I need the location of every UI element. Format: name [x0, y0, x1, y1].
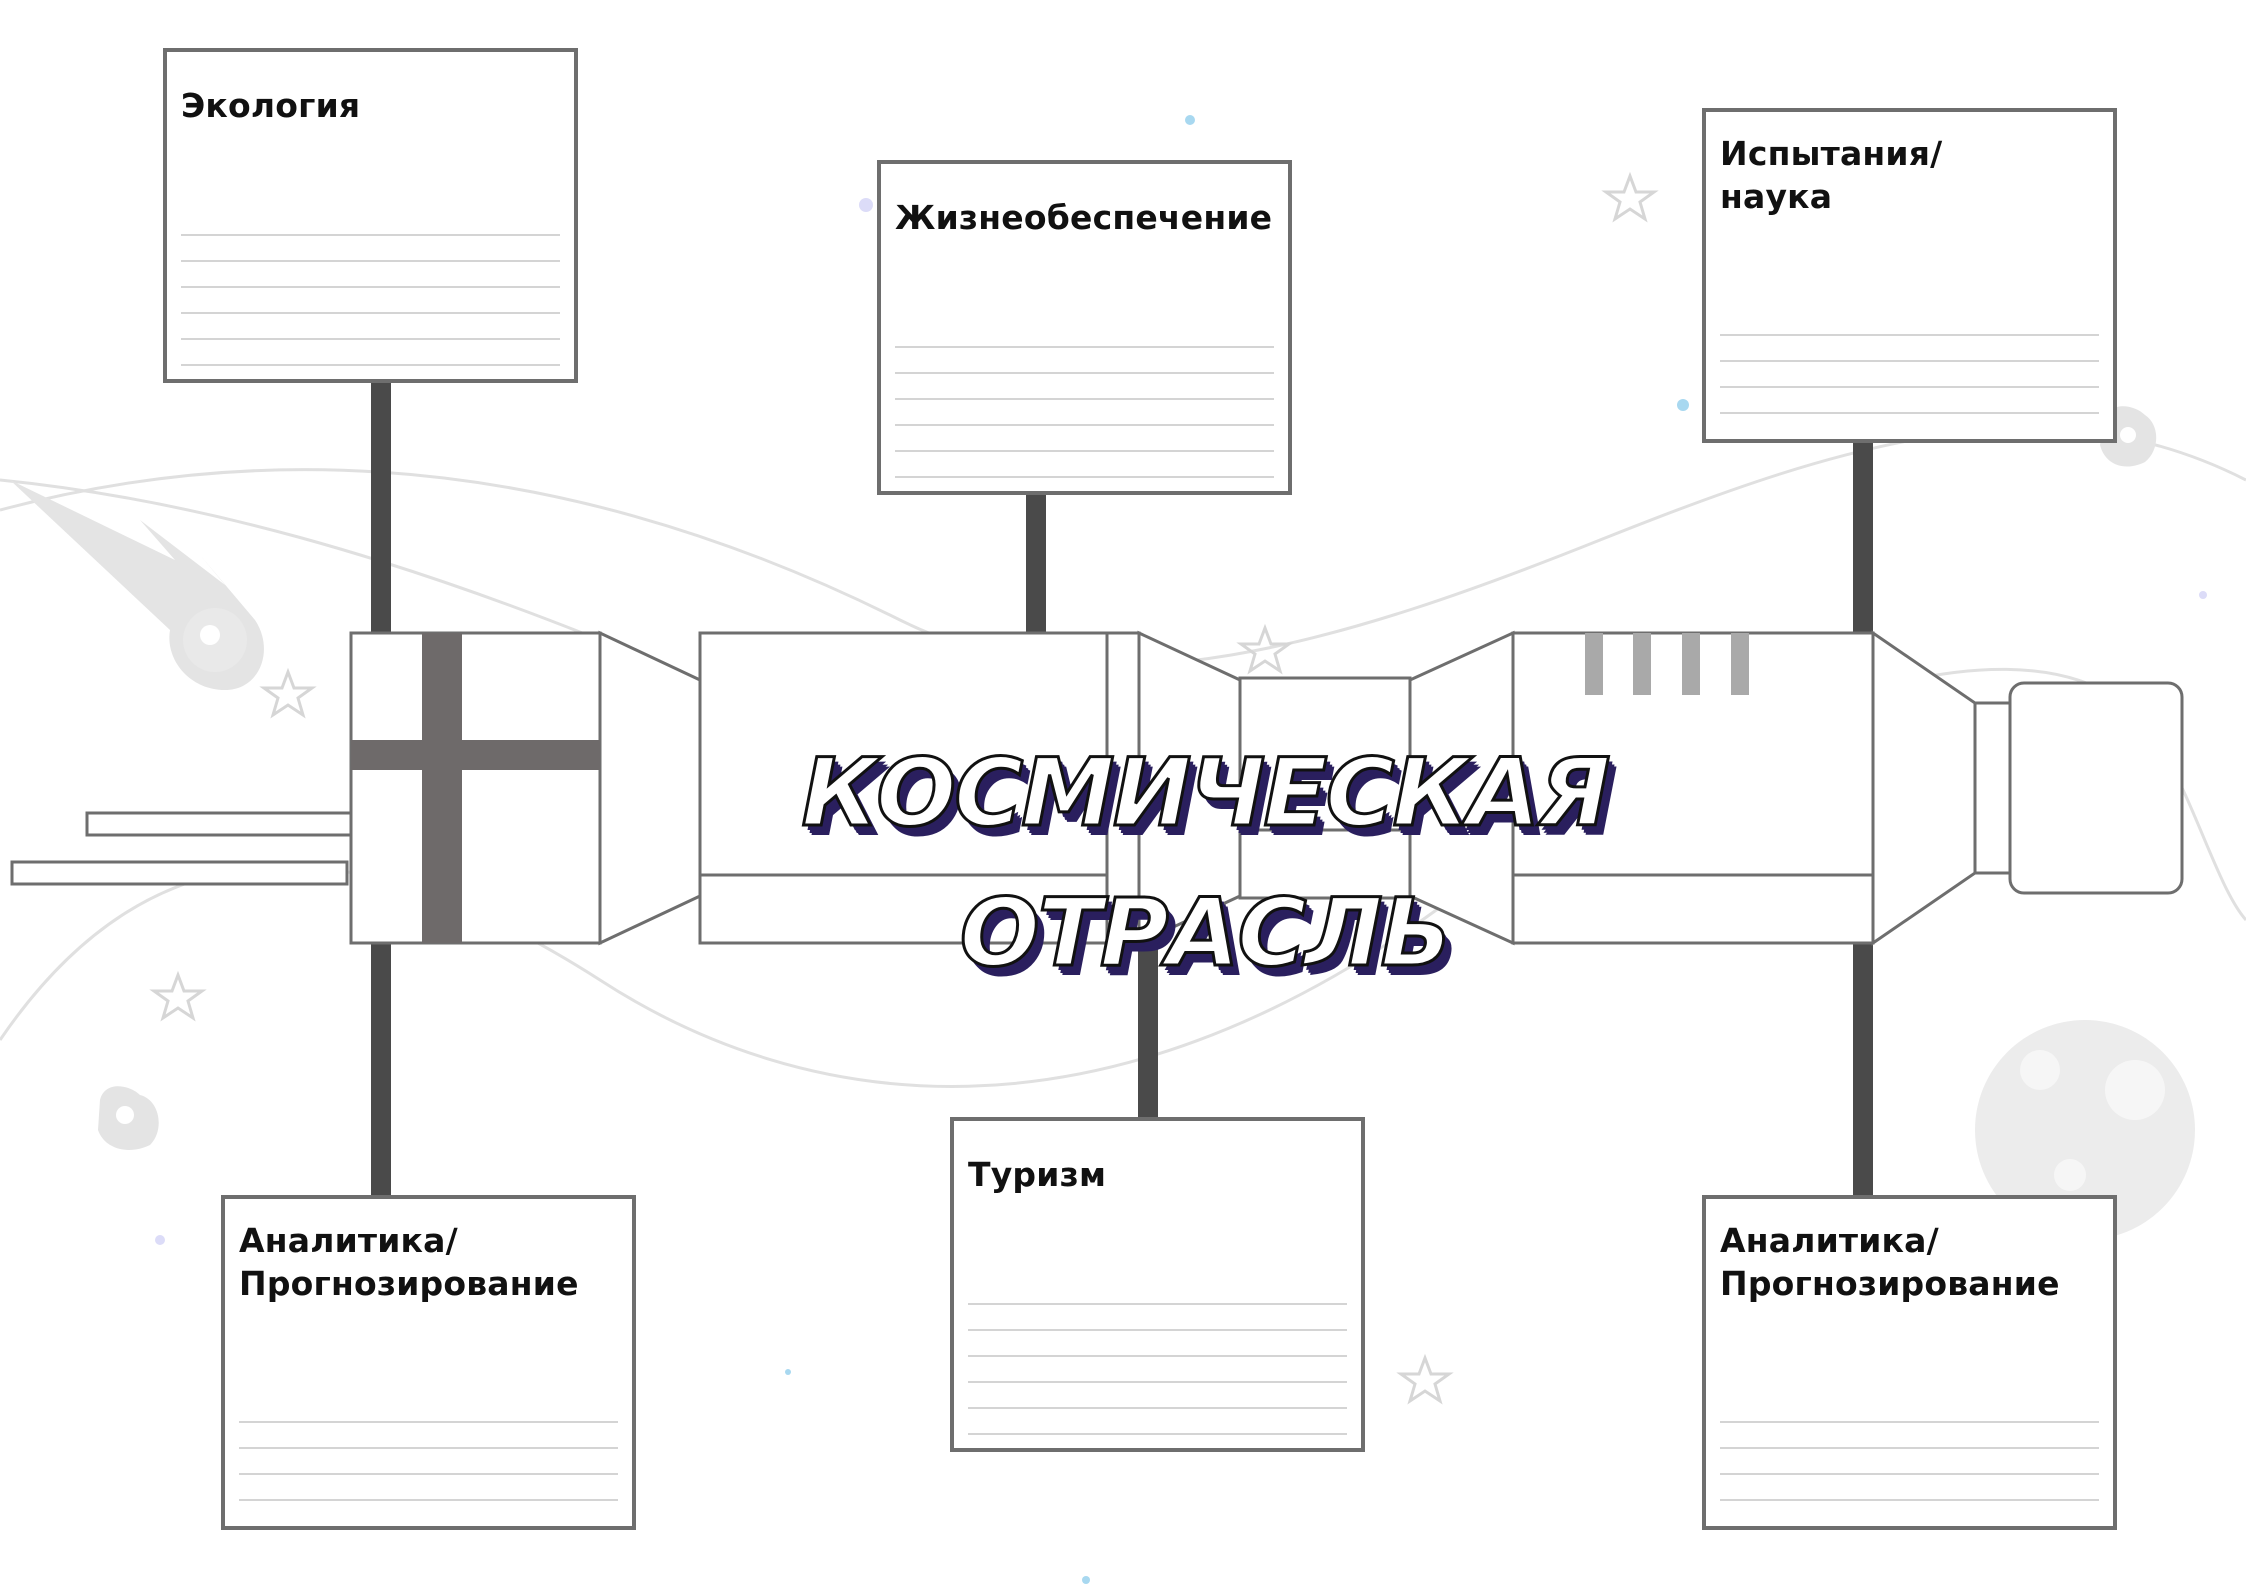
card-life-support: Жизнеобеспечение [877, 160, 1292, 495]
asteroid-icon [98, 406, 2157, 1150]
main-title: КОСМИЧЕСКАЯ ОТРАСЛЬ [800, 738, 1612, 990]
station-cross-bands [351, 633, 600, 943]
comet-icon [10, 480, 264, 690]
writing-lines [895, 322, 1274, 481]
space-station [10, 630, 2184, 946]
writing-lines [968, 1279, 1347, 1438]
card-title-ecology: Экология [181, 86, 361, 125]
card-analytics-right: Аналитика/ Прогнозирование [1702, 1195, 2117, 1530]
writing-lines [181, 210, 560, 369]
card-analytics-left: Аналитика/ Прогнозирование [221, 1195, 636, 1530]
card-testing-science: Испытания/ наука [1702, 108, 2117, 443]
connector-lines [371, 380, 1873, 1195]
card-title-analytics-right: Аналитика/ Прогнозирование [1720, 1221, 2060, 1303]
moon-icon [1975, 1020, 2195, 1240]
card-title-tourism: Туризм [968, 1155, 1107, 1194]
card-tourism: Туризм [950, 1117, 1365, 1452]
star-icon [149, 171, 1659, 1405]
card-title-life-support: Жизнеобеспечение [895, 198, 1273, 237]
card-title-analytics-left: Аналитика/ Прогнозирование [239, 1221, 579, 1303]
writing-lines [1720, 310, 2099, 429]
card-ecology: Экология [163, 48, 578, 383]
dot-icon [155, 115, 2207, 1584]
card-title-testing-science: Испытания/ наука [1720, 134, 1943, 216]
station-vents [1585, 633, 1749, 695]
writing-lines [1720, 1397, 2099, 1516]
writing-lines [239, 1397, 618, 1516]
